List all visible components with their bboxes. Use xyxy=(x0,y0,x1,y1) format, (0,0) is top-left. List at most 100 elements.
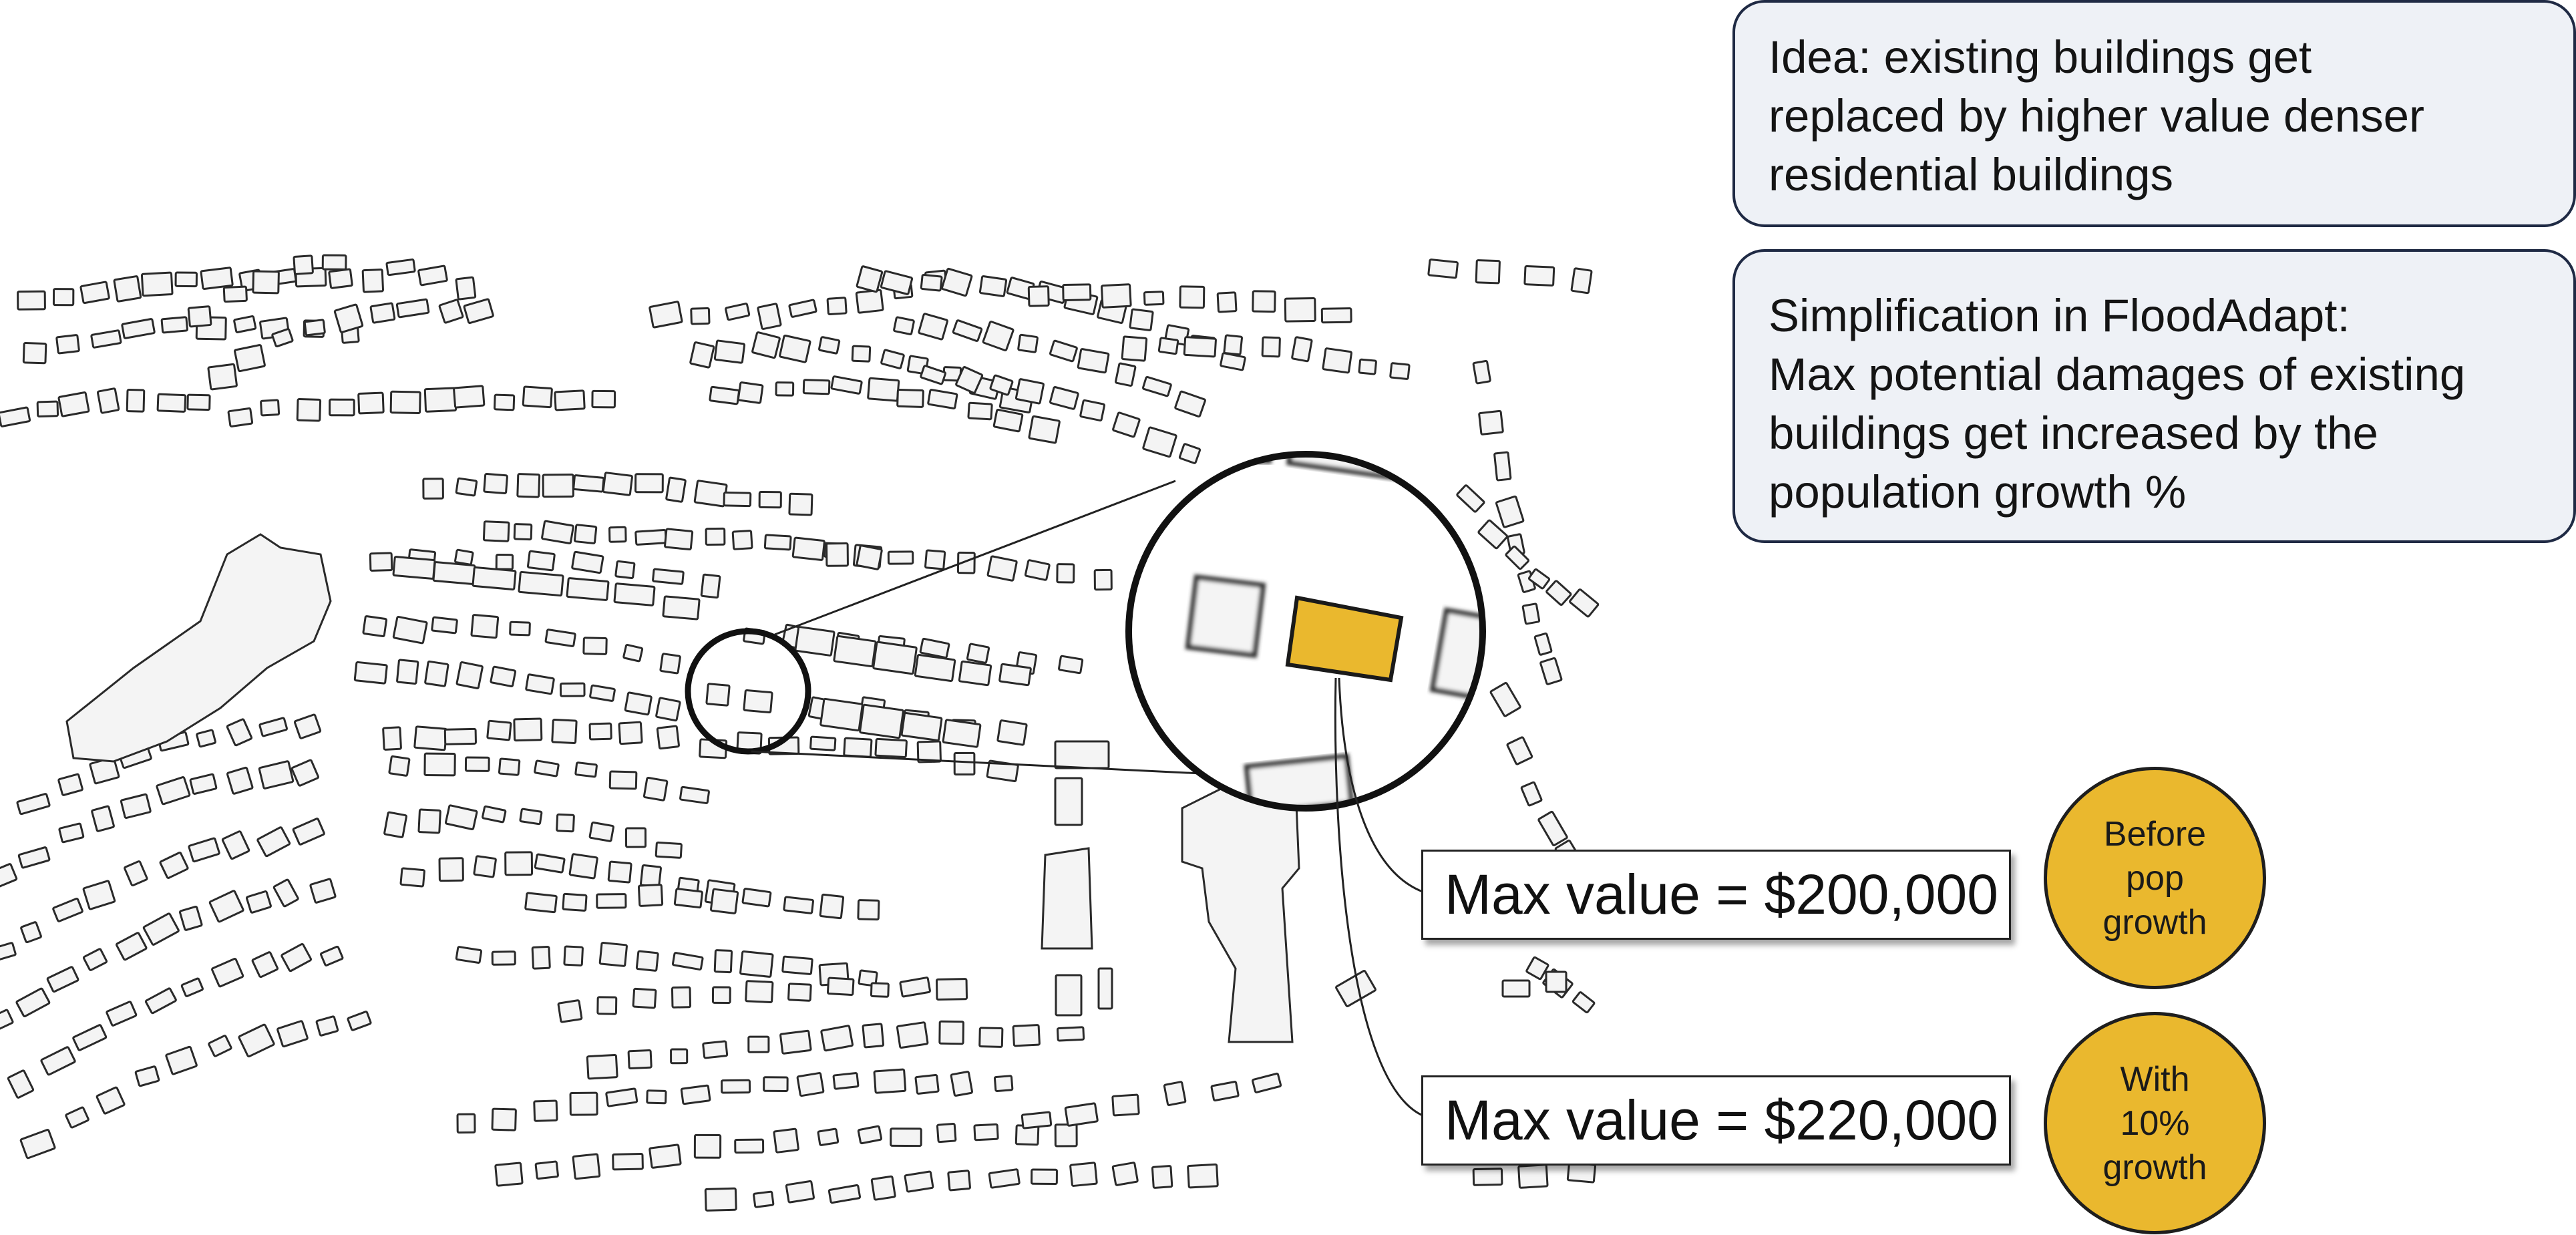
building-footprint xyxy=(58,822,85,844)
building-footprint xyxy=(362,615,388,638)
building-footprint xyxy=(178,905,203,931)
building-footprint xyxy=(392,556,436,580)
highlighted-building xyxy=(1285,595,1404,683)
building-footprint xyxy=(395,298,430,319)
building-footprint xyxy=(1049,339,1078,363)
large-building-west xyxy=(65,533,332,763)
building-footprint xyxy=(818,336,841,355)
building-footprint xyxy=(1062,283,1092,301)
building-footprint xyxy=(705,527,726,546)
building-footprint xyxy=(120,793,152,820)
building-footprint xyxy=(494,1162,524,1187)
building-footprint xyxy=(646,1089,667,1105)
building-footprint xyxy=(1566,1162,1596,1184)
badge-before-line: pop xyxy=(2126,858,2184,898)
building-footprint xyxy=(573,524,598,544)
building-footprint xyxy=(827,1184,862,1204)
building-footprint xyxy=(554,389,586,411)
building-footprint xyxy=(251,951,279,979)
building-footprint xyxy=(534,853,566,874)
leader-line-after xyxy=(1334,677,1423,1117)
building-footprint xyxy=(819,697,864,732)
building-footprint xyxy=(52,897,83,922)
building-footprint xyxy=(763,534,792,551)
building-footprint xyxy=(1291,336,1313,363)
building-footprint xyxy=(513,717,543,742)
building-footprint xyxy=(709,888,739,914)
building-footprint xyxy=(483,473,508,494)
building-footprint xyxy=(226,766,254,795)
building-footprint xyxy=(1178,443,1202,464)
building-footprint xyxy=(1012,1024,1041,1047)
building-footprint xyxy=(1115,362,1137,387)
building-footprint xyxy=(947,1170,971,1192)
building-footprint xyxy=(624,691,653,716)
building-footprint xyxy=(1493,451,1512,482)
value-after-label: Max value = $220,000 xyxy=(1445,1089,1998,1152)
zoom-building-left xyxy=(1185,574,1266,659)
building-footprint xyxy=(608,526,627,543)
building-footprint xyxy=(680,1084,711,1105)
building-footprint xyxy=(596,996,618,1015)
building-footprint xyxy=(1111,1162,1139,1186)
building-footprint xyxy=(693,480,728,508)
building-footprint xyxy=(787,983,812,1002)
building-footprint xyxy=(1220,352,1246,371)
building-footprint xyxy=(809,735,837,751)
building-footprint xyxy=(55,334,80,355)
building-footprint xyxy=(200,267,234,290)
building-footprint xyxy=(1021,1111,1053,1129)
building-footprint xyxy=(79,281,110,305)
building-footprint xyxy=(124,860,148,887)
building-footprint xyxy=(662,595,701,621)
value-after-box: Max value = $220,000 xyxy=(1421,1075,2011,1166)
building-footprint xyxy=(494,393,516,411)
building-footprint xyxy=(1183,336,1217,358)
building-footprint xyxy=(783,896,814,914)
building-footprint xyxy=(870,982,890,998)
building-footprint xyxy=(588,722,612,741)
building-footprint xyxy=(941,267,973,297)
building-footprint xyxy=(456,1113,476,1134)
building-footprint xyxy=(470,614,500,639)
building-footprint xyxy=(791,536,825,561)
building-footprint xyxy=(996,719,1028,746)
building-footprint xyxy=(498,757,521,776)
building-footprint xyxy=(1216,291,1238,313)
building-footprint xyxy=(896,388,924,408)
badge-before-line: growth xyxy=(2102,902,2207,942)
building-footprint xyxy=(591,389,616,409)
building-footprint xyxy=(0,1009,14,1031)
building-footprint xyxy=(572,474,605,493)
building-footprint xyxy=(833,635,877,668)
building-footprint xyxy=(655,697,681,722)
building-footprint xyxy=(186,393,211,411)
building-footprint xyxy=(303,319,326,337)
building-footprint xyxy=(693,1133,722,1159)
building-footprint xyxy=(534,1160,559,1180)
building-footprint xyxy=(333,303,364,333)
building-footprint xyxy=(522,385,553,409)
building-footprint xyxy=(482,520,510,542)
building-footprint xyxy=(82,948,108,971)
building-footprint xyxy=(0,942,17,962)
building-footprint xyxy=(383,811,407,838)
building-footprint xyxy=(222,285,248,303)
building-footprint xyxy=(571,550,604,574)
building-footprint xyxy=(914,654,956,682)
building-footprint xyxy=(559,682,586,697)
building-footprint xyxy=(1058,655,1084,675)
building-footprint xyxy=(1533,633,1553,656)
building-footprint xyxy=(159,852,189,879)
building-footprint xyxy=(649,1143,682,1169)
building-footprint xyxy=(1322,347,1352,374)
building-footprint xyxy=(208,890,244,923)
building-footprint xyxy=(1028,415,1061,444)
building-footprint xyxy=(165,1045,198,1075)
building-footprint xyxy=(189,773,218,795)
building-footprint xyxy=(444,804,478,831)
building-footprint xyxy=(655,841,683,859)
building-footprint xyxy=(649,301,683,329)
building-footprint xyxy=(826,297,848,315)
